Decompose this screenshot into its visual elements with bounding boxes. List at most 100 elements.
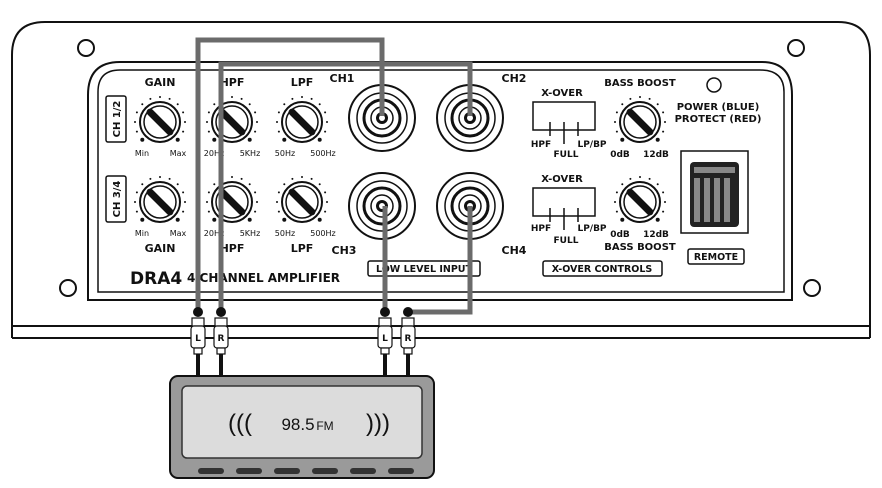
radio-preset-button[interactable] [350, 468, 376, 474]
plug-channel-label: L [195, 334, 201, 344]
bass-boost-label-bottom: BASS BOOST [604, 242, 676, 253]
xover-full-label-bottom: FULL [554, 236, 579, 246]
mounting-hole-top-left [77, 39, 95, 57]
ch34-tag-label: CH 3/4 [112, 181, 123, 218]
ch12-tag: CH 1/2 [105, 95, 127, 143]
xover-label-bottom: X-OVER [541, 174, 583, 185]
xover-hpf-label-top: HPF [531, 140, 551, 150]
bass-boost-knob-bottom[interactable] [614, 176, 666, 223]
ch34-tag: CH 3/4 [105, 175, 127, 223]
bass-12db-label-top: 12dB [643, 150, 669, 160]
xover-lpbp-label-bottom: LP/BP [577, 224, 606, 234]
mounting-hole-bottom-left [59, 279, 77, 297]
lpf-knob-bottom[interactable] [276, 176, 328, 223]
radio-head-unit: ((( 98.5 FM ))) [169, 375, 435, 479]
bass-boost-knob-top[interactable] [614, 96, 666, 143]
lpf-50hz-label-top: 50Hz [275, 149, 295, 158]
gain-knob-top[interactable] [134, 96, 186, 143]
ch1-label: CH1 [330, 72, 355, 85]
radio-preset-button[interactable] [388, 468, 414, 474]
xover-switch-top[interactable]: X-OVER HPF FULL LP/BP [531, 88, 607, 160]
amplifier-chassis [11, 21, 871, 339]
lpf-50hz-label-bottom: 50Hz [275, 229, 295, 238]
hpf-20hz-label-bottom: 20Hz [204, 229, 224, 238]
hpf-label-top: HPF [220, 76, 245, 89]
xover-hpf-label-bottom: HPF [531, 224, 551, 234]
rca-jack-ch1[interactable] [348, 84, 416, 152]
cable-ends [193, 307, 413, 317]
xover-controls-label-box: X-OVER CONTROLS [542, 260, 663, 277]
bass-0db-label-top: 0dB [610, 150, 630, 160]
protect-label: PROTECT (RED) [675, 114, 762, 125]
plug-channel-label: L [382, 334, 388, 344]
lpf-500hz-label-bottom: 500Hz [310, 229, 335, 238]
xover-switch-bottom[interactable]: X-OVER HPF FULL LP/BP [531, 174, 607, 246]
lpf-label-top: LPF [291, 76, 314, 89]
xover-lpbp-label-top: LP/BP [577, 140, 606, 150]
model-subtitle: 4 CHANNEL AMPLIFIER [187, 271, 340, 285]
ch12-tag-label: CH 1/2 [112, 101, 123, 138]
gain-min-label-bottom: Min [135, 229, 149, 238]
radio-preset-button[interactable] [236, 468, 262, 474]
radio-waves-right: ))) [366, 410, 390, 437]
hpf-label-bottom: HPF [220, 242, 245, 255]
bass-boost-label-top: BASS BOOST [604, 78, 676, 89]
gain-knob-bottom[interactable] [134, 176, 186, 223]
mounting-hole-bottom-right [803, 279, 821, 297]
rca-plug-left-front: L [190, 317, 206, 378]
radio-preset-button[interactable] [198, 468, 224, 474]
remote-label: REMOTE [694, 252, 738, 263]
rca-plug-right-front: R [213, 317, 229, 378]
radio-preset-button[interactable] [274, 468, 300, 474]
lpf-label-bottom: LPF [291, 242, 314, 255]
gain-label-bottom: GAIN [145, 242, 176, 255]
xover-full-label-top: FULL [554, 150, 579, 160]
rca-jack-group [348, 84, 504, 240]
gain-label-top: GAIN [145, 76, 176, 89]
ch3-label: CH3 [332, 244, 357, 257]
ch4-label: CH4 [502, 244, 527, 257]
model-name: DRA4 [130, 269, 182, 289]
cable-ch1 [195, 37, 385, 312]
rca-plug-left-rear: L [377, 317, 393, 378]
rca-cables [195, 37, 473, 315]
rca-jack-ch3[interactable] [348, 172, 416, 240]
radio-display [181, 385, 423, 459]
radio-frequency: 98.5 [281, 415, 314, 434]
xover-label-top: X-OVER [541, 88, 583, 99]
power-led-icon [706, 77, 722, 93]
control-panel [87, 61, 793, 301]
gain-min-label-top: Min [135, 149, 149, 158]
hpf-20hz-label-top: 20Hz [204, 149, 224, 158]
radio-buttons [198, 468, 414, 474]
remote-port[interactable] [680, 150, 749, 234]
cable-ch4 [408, 206, 473, 315]
plug-channel-label: R [405, 334, 412, 344]
hpf-knob-bottom[interactable] [206, 176, 258, 223]
plug-channel-label: R [218, 334, 225, 344]
mounting-hole-top-right [787, 39, 805, 57]
cable-ch2 [218, 61, 473, 312]
hpf-5khz-label-top: 5KHz [240, 149, 261, 158]
bass-0db-label-bottom: 0dB [610, 230, 630, 240]
lpf-500hz-label-top: 500Hz [310, 149, 335, 158]
gain-max-label-top: Max [170, 149, 187, 158]
lpf-knob-top[interactable] [276, 96, 328, 143]
bass-12db-label-bottom: 12dB [643, 230, 669, 240]
hpf-knob-top[interactable] [206, 96, 258, 143]
remote-label-box: REMOTE [687, 248, 745, 265]
low-level-input-label: LOW LEVEL INPUT [376, 264, 472, 275]
radio-waves-left: ((( [228, 410, 252, 437]
rca-plug-right-rear: R [400, 317, 416, 378]
hpf-5khz-label-bottom: 5KHz [240, 229, 261, 238]
radio-band: FM [316, 419, 333, 433]
gain-max-label-bottom: Max [170, 229, 187, 238]
power-label: POWER (BLUE) [677, 102, 760, 113]
xover-controls-label: X-OVER CONTROLS [552, 264, 653, 275]
ch2-label: CH2 [502, 72, 527, 85]
rca-jack-ch2[interactable] [436, 84, 504, 152]
low-level-input-label-box: LOW LEVEL INPUT [367, 260, 481, 277]
radio-preset-button[interactable] [312, 468, 338, 474]
